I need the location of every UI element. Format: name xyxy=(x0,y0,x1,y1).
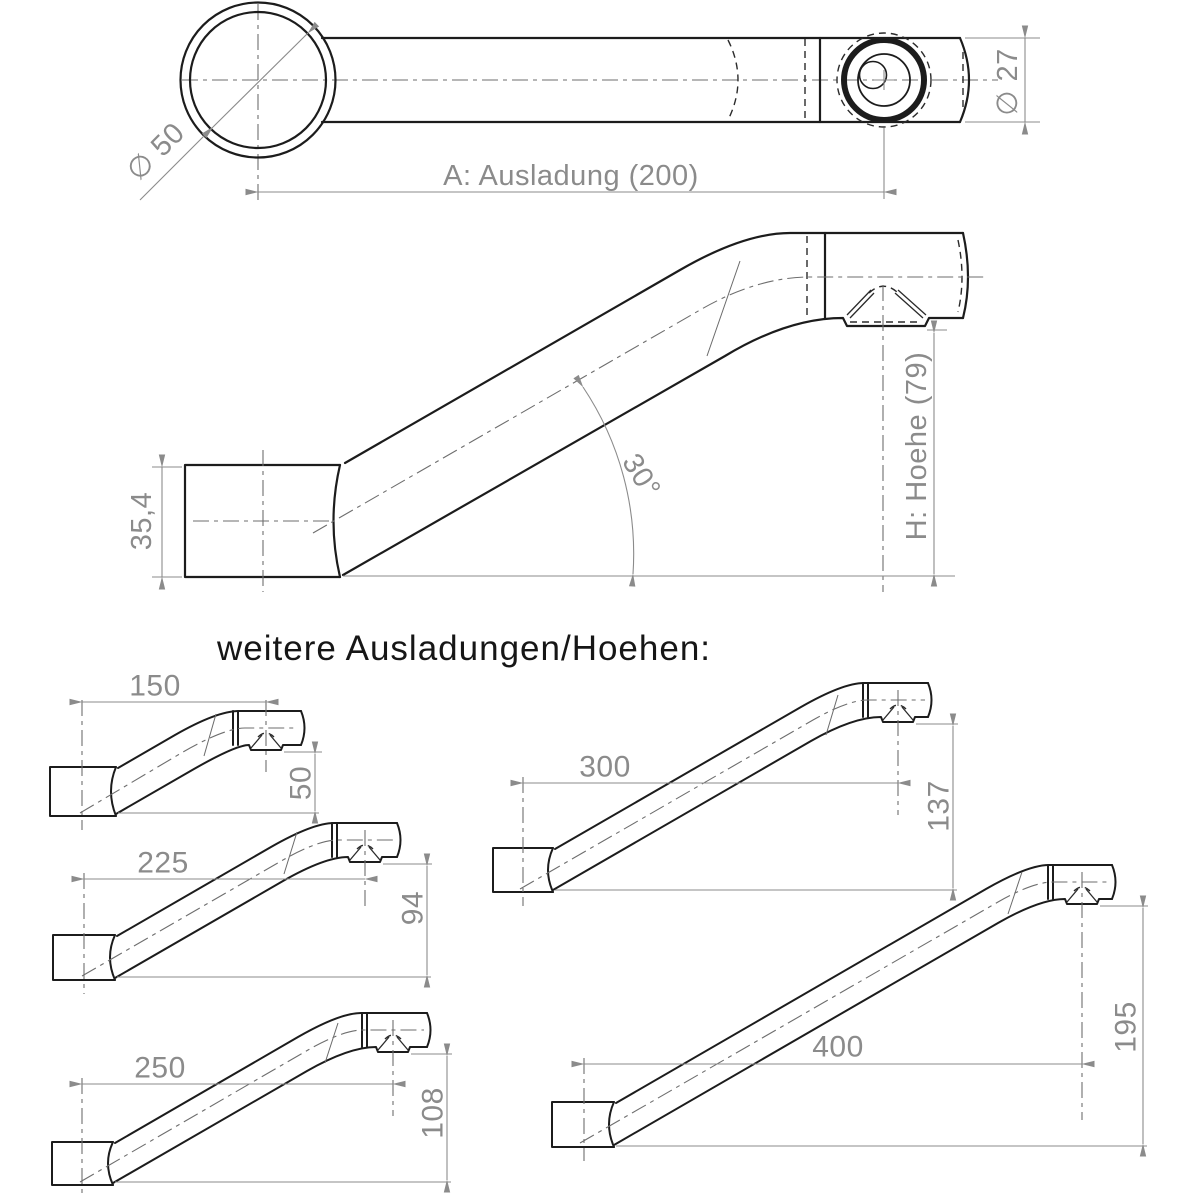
socket-mouth-arc xyxy=(110,766,117,817)
boss-dashed-arc xyxy=(1073,886,1091,892)
arm-axis-centerline xyxy=(81,839,394,977)
socket-outline xyxy=(49,766,117,817)
angle-arc xyxy=(573,374,636,587)
arm-axis-centerline xyxy=(519,699,925,890)
socket-mouth-arc xyxy=(107,1141,114,1186)
socket-mouth-arc xyxy=(547,847,554,893)
arm-end-cap xyxy=(300,710,306,746)
dim-label-reach: 225 xyxy=(137,847,189,880)
dim-label-reach: A: Ausladung (200) xyxy=(443,160,699,192)
boss-dashed-arc xyxy=(356,844,374,850)
boss-hidden-circle xyxy=(836,32,932,128)
arm-end-cap xyxy=(396,822,402,858)
main-side-view: 35,4 H: Hoehe (79) 30° xyxy=(126,231,985,592)
arm-axis-centerline xyxy=(312,276,985,534)
dim-label-reach: 300 xyxy=(579,751,631,784)
boss-cone-lines xyxy=(349,846,381,861)
boss-hole-circle xyxy=(857,53,911,107)
weld-seam-line xyxy=(203,713,217,757)
weld-seam-line xyxy=(706,260,741,357)
weld-seam-line xyxy=(825,694,839,736)
section-title: weitere Ausladungen/Hoehen: xyxy=(216,629,711,668)
boss-dashed-arc xyxy=(257,732,275,738)
dim-d50-line xyxy=(201,21,320,139)
dim-label-height: H: Hoehe (79) xyxy=(901,352,933,541)
socket-mouth-arc xyxy=(608,1101,615,1148)
dim-label-reach: 400 xyxy=(812,1031,864,1064)
tube-outer-circle xyxy=(179,1,337,159)
dim-label-height: 195 xyxy=(1110,1001,1143,1053)
arm-end-cap xyxy=(927,682,933,718)
arm-axis-centerline xyxy=(79,1029,424,1183)
dim-label-socket-length: 35,4 xyxy=(126,492,158,550)
arm-lower-edge-and-boss xyxy=(115,744,302,815)
arm-lower-edge-and-boss xyxy=(112,1046,428,1184)
boss-cone-lines xyxy=(250,734,282,749)
boss-dashed-arc xyxy=(889,704,907,710)
boss-cone-lines xyxy=(846,289,927,319)
socket-mouth-arc xyxy=(109,934,116,981)
dim-label-height: 108 xyxy=(417,1087,450,1139)
weld-seam-line xyxy=(283,831,298,875)
arm-end-cap xyxy=(426,1012,432,1048)
arm-end-cap xyxy=(1111,864,1117,900)
arm-upper-edge xyxy=(116,822,398,937)
boss-cone-lines xyxy=(1066,888,1098,903)
dim-label-height: 94 xyxy=(397,891,430,925)
arm-lower-edge-and-boss xyxy=(341,316,965,577)
variant-300-drawing: 300 137 xyxy=(492,682,958,906)
arm-upper-edge xyxy=(615,864,1113,1104)
arm-axis-centerline xyxy=(579,881,1109,1144)
dim-354-extensions xyxy=(152,466,182,578)
dim-label-end-diameter: ∅ 27 xyxy=(992,48,1024,116)
arm-lower-edge-and-boss xyxy=(552,716,929,891)
boss-cone-lines xyxy=(882,706,914,721)
boss-dashed-arc xyxy=(384,1034,402,1040)
dim-label-angle: 30° xyxy=(615,448,666,503)
joint-lines xyxy=(232,710,239,746)
variant-225-drawing: 225 94 xyxy=(52,822,432,994)
arm-lower-edge-and-boss xyxy=(613,898,1113,1146)
arm-axis-centerline xyxy=(79,727,298,814)
dim-label-tube-diameter: ∅ 50 xyxy=(121,117,191,187)
arm-end-cap xyxy=(958,36,971,124)
arm-upper-edge xyxy=(114,1012,428,1144)
socket-outline xyxy=(551,1101,615,1148)
dim-label-reach: 150 xyxy=(129,670,181,703)
boss-ring xyxy=(841,37,927,123)
socket-depth-hidden-arc xyxy=(727,39,739,121)
variant-150-drawing: 150 50 xyxy=(49,670,322,830)
weld-seam-line xyxy=(324,1022,339,1064)
boss-keyway-circle xyxy=(858,60,888,90)
arm-end-cap-side xyxy=(961,231,970,320)
dim-label-height: 137 xyxy=(923,780,956,832)
dim-label-height: 50 xyxy=(285,766,318,800)
tube-inner-circle xyxy=(188,10,328,150)
arm-upper-edge xyxy=(343,231,965,465)
main-top-view: A: Ausladung (200) ∅ 50 ∅ 27 xyxy=(121,1,1040,201)
variant-400-drawing: 400 195 xyxy=(551,864,1148,1161)
boss-cone-lines xyxy=(377,1036,409,1051)
variant-250-drawing: 250 108 xyxy=(51,1012,452,1198)
dim-d50-leader xyxy=(139,126,214,201)
boss-center-cross xyxy=(874,70,894,90)
dim-label-reach: 250 xyxy=(134,1052,186,1085)
end-cap-hidden-side xyxy=(957,239,963,313)
